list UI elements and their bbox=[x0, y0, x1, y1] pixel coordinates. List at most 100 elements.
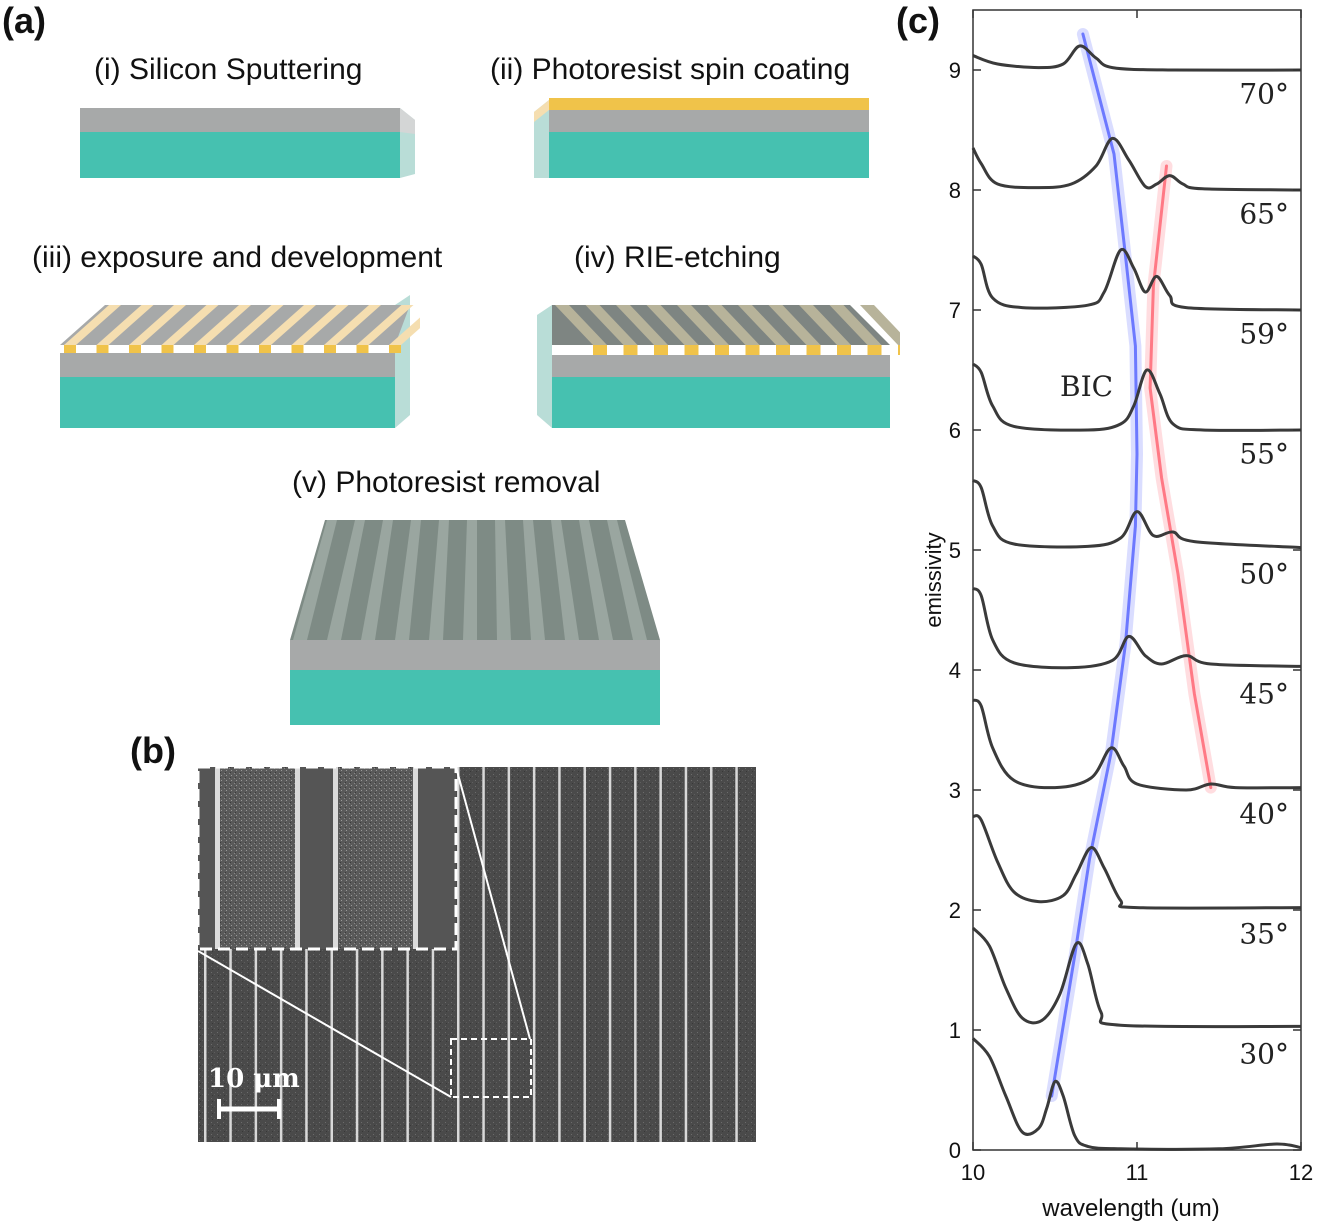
y-tick-label: 3 bbox=[949, 778, 961, 803]
etched-ridge bbox=[677, 305, 729, 345]
sem-grating-line bbox=[330, 767, 333, 1142]
etched-ridge bbox=[768, 305, 821, 345]
sem-grating-line bbox=[355, 767, 359, 1142]
etched-ridge-cap bbox=[684, 345, 699, 355]
photoresist-stripe bbox=[356, 305, 414, 345]
photoresist-stripe bbox=[291, 305, 349, 345]
photoresist-stripe bbox=[259, 305, 316, 345]
photoresist-stripe-front bbox=[161, 345, 174, 353]
sem-grating-line bbox=[684, 767, 688, 1142]
final-grating-illustration bbox=[290, 520, 660, 725]
sem-grating-line bbox=[558, 767, 561, 1142]
sem-grating-line bbox=[532, 767, 536, 1142]
etched-ridge-cap bbox=[898, 345, 900, 355]
emissivity-curve-5 bbox=[972, 479, 1302, 550]
photoresist-stripe-front bbox=[389, 345, 401, 353]
grating-ridge bbox=[551, 520, 579, 640]
emissivity-curve-6 bbox=[971, 362, 1302, 432]
angle-label: 40° bbox=[1239, 798, 1289, 831]
emissivity-curve-8 bbox=[971, 136, 1302, 192]
band-glow bbox=[1045, 28, 1143, 1102]
angle-label: 70° bbox=[1239, 78, 1289, 111]
angle-label: 50° bbox=[1239, 558, 1289, 591]
etched-ridge-cap bbox=[776, 345, 790, 355]
etched-ridge bbox=[860, 305, 900, 345]
grating-ridge bbox=[361, 520, 393, 640]
angle-label: 30° bbox=[1239, 1038, 1289, 1071]
sem-grating-line bbox=[583, 767, 586, 1142]
emissivity-curve-0 bbox=[971, 1037, 1302, 1151]
grating-ridge bbox=[463, 520, 477, 640]
sem-grating-line bbox=[659, 767, 662, 1142]
photoresist-stripe-front bbox=[129, 345, 141, 353]
photoresist-stripe-front bbox=[356, 345, 369, 353]
emissivity-curve-3 bbox=[972, 698, 1302, 792]
sem-grating-line bbox=[254, 767, 258, 1142]
emissivity-curve-1 bbox=[971, 926, 1302, 1029]
sem-grating-line bbox=[305, 767, 308, 1142]
etched-ridge-cap bbox=[593, 345, 607, 355]
grating-ridge bbox=[607, 520, 647, 640]
etched-ridge bbox=[616, 305, 668, 345]
sem-grating-line bbox=[406, 767, 409, 1142]
bic-annotation: BIC bbox=[1060, 370, 1113, 403]
step-caption-i: (i) Silicon Sputtering bbox=[94, 53, 363, 86]
emissivity-curve-4 bbox=[972, 587, 1302, 670]
grating-ridge bbox=[579, 520, 613, 640]
grating-ridge bbox=[523, 520, 545, 640]
etched-ridge-cap bbox=[654, 345, 668, 355]
grating-ridge bbox=[395, 520, 421, 640]
etched-ridge bbox=[585, 305, 638, 345]
y-tick-label: 4 bbox=[949, 658, 961, 683]
y-tick-label: 1 bbox=[949, 1018, 961, 1043]
sem-grating-line bbox=[482, 767, 485, 1142]
y-tick-label: 9 bbox=[949, 58, 961, 83]
photoresist-stripe bbox=[389, 317, 420, 345]
y-tick-label: 2 bbox=[949, 898, 961, 923]
step-caption-ii: (ii) Photoresist spin coating bbox=[490, 53, 851, 86]
etched-ridge-cap bbox=[867, 345, 882, 355]
photoresist-stripe-front bbox=[324, 345, 336, 353]
etched-ridge-cap bbox=[715, 345, 729, 355]
panel-label-c: (c) bbox=[896, 0, 940, 41]
step-caption-iv: (iv) RIE-etching bbox=[574, 241, 781, 274]
etched-ridge-cap bbox=[623, 345, 638, 355]
y-tick-label: 5 bbox=[949, 538, 961, 563]
patterned-photoresist-illustration bbox=[60, 295, 420, 428]
sem-grating-line bbox=[608, 767, 612, 1142]
etched-ridge-cap bbox=[745, 345, 760, 355]
y-axis-label: emissivity bbox=[921, 532, 946, 627]
angle-label: 65° bbox=[1239, 198, 1289, 231]
y-tick-label: 8 bbox=[949, 178, 961, 203]
photoresist-coated-wafer-illustration bbox=[534, 98, 869, 178]
photoresist-stripe-front bbox=[64, 345, 76, 353]
angle-label: 35° bbox=[1239, 918, 1289, 951]
dispersion-band-line bbox=[1148, 164, 1213, 790]
x-tick-label: 11 bbox=[1126, 1160, 1149, 1185]
photoresist-stripe-front bbox=[226, 345, 239, 353]
sem-grating-line bbox=[279, 767, 283, 1142]
x-tick-label: 10 bbox=[961, 1160, 985, 1185]
etched-grating-illustration bbox=[537, 305, 900, 428]
band-glow bbox=[1144, 160, 1217, 794]
etched-ridge bbox=[646, 305, 699, 345]
dispersion-band-line bbox=[1050, 32, 1139, 1098]
photoresist-stripe bbox=[64, 305, 121, 345]
sem-grating-line bbox=[431, 767, 435, 1142]
photoresist-stripe bbox=[194, 305, 251, 345]
step-caption-iii: (iii) exposure and development bbox=[32, 241, 443, 274]
etched-ridge-cap bbox=[837, 345, 851, 355]
step-caption-v: (v) Photoresist removal bbox=[292, 466, 601, 499]
sem-micrograph: 10 μm bbox=[198, 767, 756, 1142]
photoresist-stripe bbox=[96, 305, 154, 345]
photoresist-stripe-front bbox=[259, 345, 271, 353]
photoresist-stripe-front bbox=[194, 345, 206, 353]
angle-label: 45° bbox=[1239, 678, 1289, 711]
photoresist-stripe bbox=[226, 305, 284, 345]
etched-ridge bbox=[738, 305, 790, 345]
etched-ridge bbox=[707, 305, 760, 345]
grating-ridge bbox=[293, 520, 337, 640]
sem-grating-line bbox=[634, 767, 637, 1142]
grating-ridge bbox=[327, 520, 365, 640]
